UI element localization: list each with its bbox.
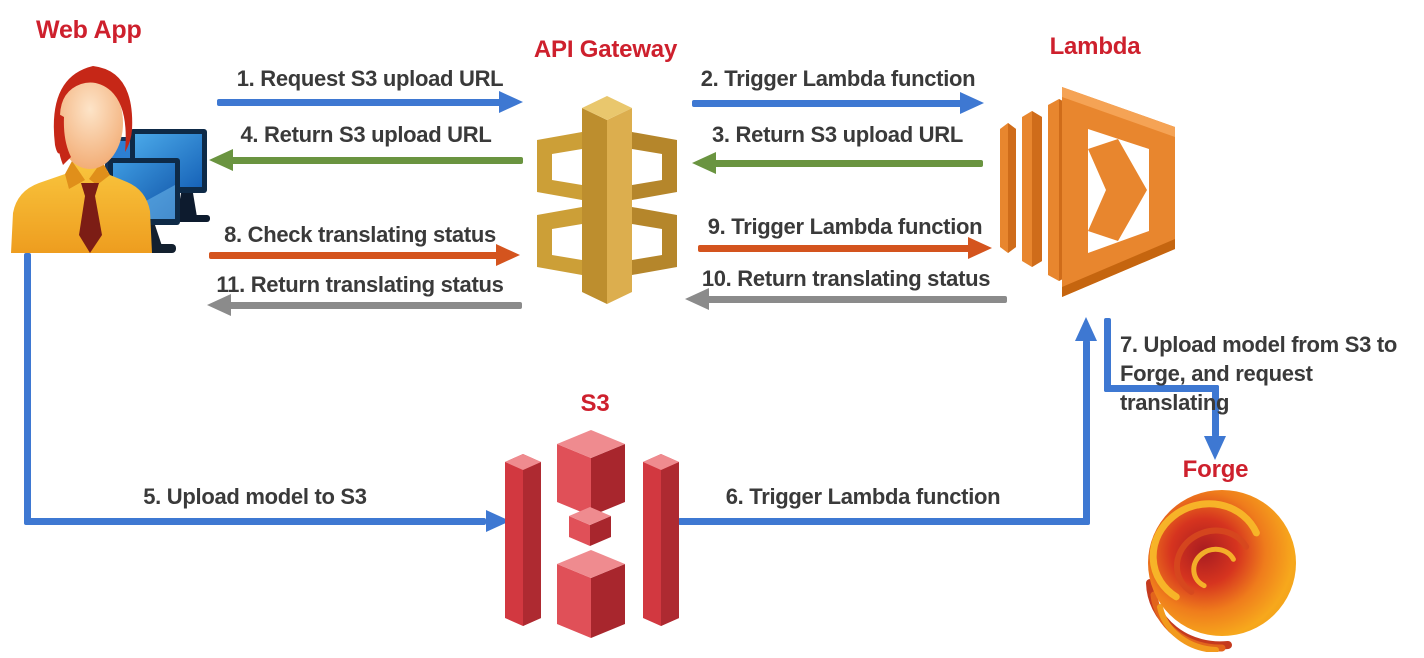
lambda-icon — [1000, 87, 1175, 297]
flow11-arrow — [207, 294, 522, 316]
flow6-label: 6. Trigger Lambda function — [725, 484, 1001, 509]
s3-icon — [505, 430, 679, 638]
arrow-head — [685, 288, 709, 310]
arrow-shaft — [701, 296, 1007, 303]
flow7-label: 7. Upload model from S3 to Forge, and re… — [1120, 330, 1420, 417]
flow4-label: 4. Return S3 upload URL — [240, 122, 492, 147]
flow7-vertical-segment-2 — [1212, 385, 1219, 437]
arrow-head — [968, 237, 992, 259]
flow6-arrowhead-up — [1075, 317, 1097, 341]
forge-label: Forge — [1182, 456, 1249, 483]
arrow-shaft — [217, 99, 507, 106]
flow10-arrow — [685, 288, 1007, 310]
flow6-horizontal-segment — [678, 518, 1088, 525]
arrow-shaft — [692, 100, 968, 107]
flow9-label: 9. Trigger Lambda function — [707, 214, 983, 239]
flow1-arrow — [217, 91, 523, 113]
flow7-horizontal-segment — [1104, 385, 1219, 392]
arrow-head — [496, 244, 520, 266]
flow11-label: 11. Return translating status — [216, 272, 504, 297]
flow3-arrow — [692, 152, 983, 174]
flow2-label: 2. Trigger Lambda function — [700, 66, 976, 91]
flow8-label: 8. Check translating status — [224, 222, 496, 247]
flow7-vertical-segment-1 — [1104, 318, 1111, 392]
flow1-label: 1. Request S3 upload URL — [236, 66, 504, 91]
flow7-label-line2: Forge, and request translating — [1120, 361, 1313, 415]
arrow-shaft — [209, 252, 504, 259]
arrow-head — [499, 91, 523, 113]
flow9-arrow — [698, 237, 992, 259]
flow2-arrow — [692, 92, 984, 114]
lambda-label: Lambda — [1049, 33, 1141, 60]
flow7-label-line1: 7. Upload model from S3 to — [1120, 332, 1398, 357]
arrow-shaft — [223, 302, 522, 309]
flow7-arrowhead-down — [1204, 436, 1226, 460]
flow10-label: 10. Return translating status — [701, 266, 991, 291]
arrow-head — [207, 294, 231, 316]
arrow-shaft — [708, 160, 983, 167]
flow5-horizontal-segment — [24, 518, 486, 525]
arrow-head — [960, 92, 984, 114]
flow5-vertical-segment — [24, 253, 31, 522]
flow5-arrowhead-right — [486, 510, 510, 532]
flow4-arrow — [209, 149, 523, 171]
s3-label: S3 — [580, 390, 610, 417]
arrow-head — [692, 152, 716, 174]
api-gateway-label: API Gateway — [533, 36, 678, 63]
flow3-label: 3. Return S3 upload URL — [711, 122, 963, 147]
webapp-label: Web App — [36, 16, 142, 44]
flow6-vertical-segment — [1083, 340, 1090, 525]
flow8-arrow — [209, 244, 520, 266]
arrow-head — [209, 149, 233, 171]
arrow-shaft — [225, 157, 523, 164]
api-gateway-icon — [537, 96, 677, 304]
arrow-shaft — [698, 245, 976, 252]
flow5-label: 5. Upload model to S3 — [143, 484, 367, 509]
forge-icon — [1146, 490, 1296, 652]
webapp-avatar-icon — [11, 66, 210, 253]
